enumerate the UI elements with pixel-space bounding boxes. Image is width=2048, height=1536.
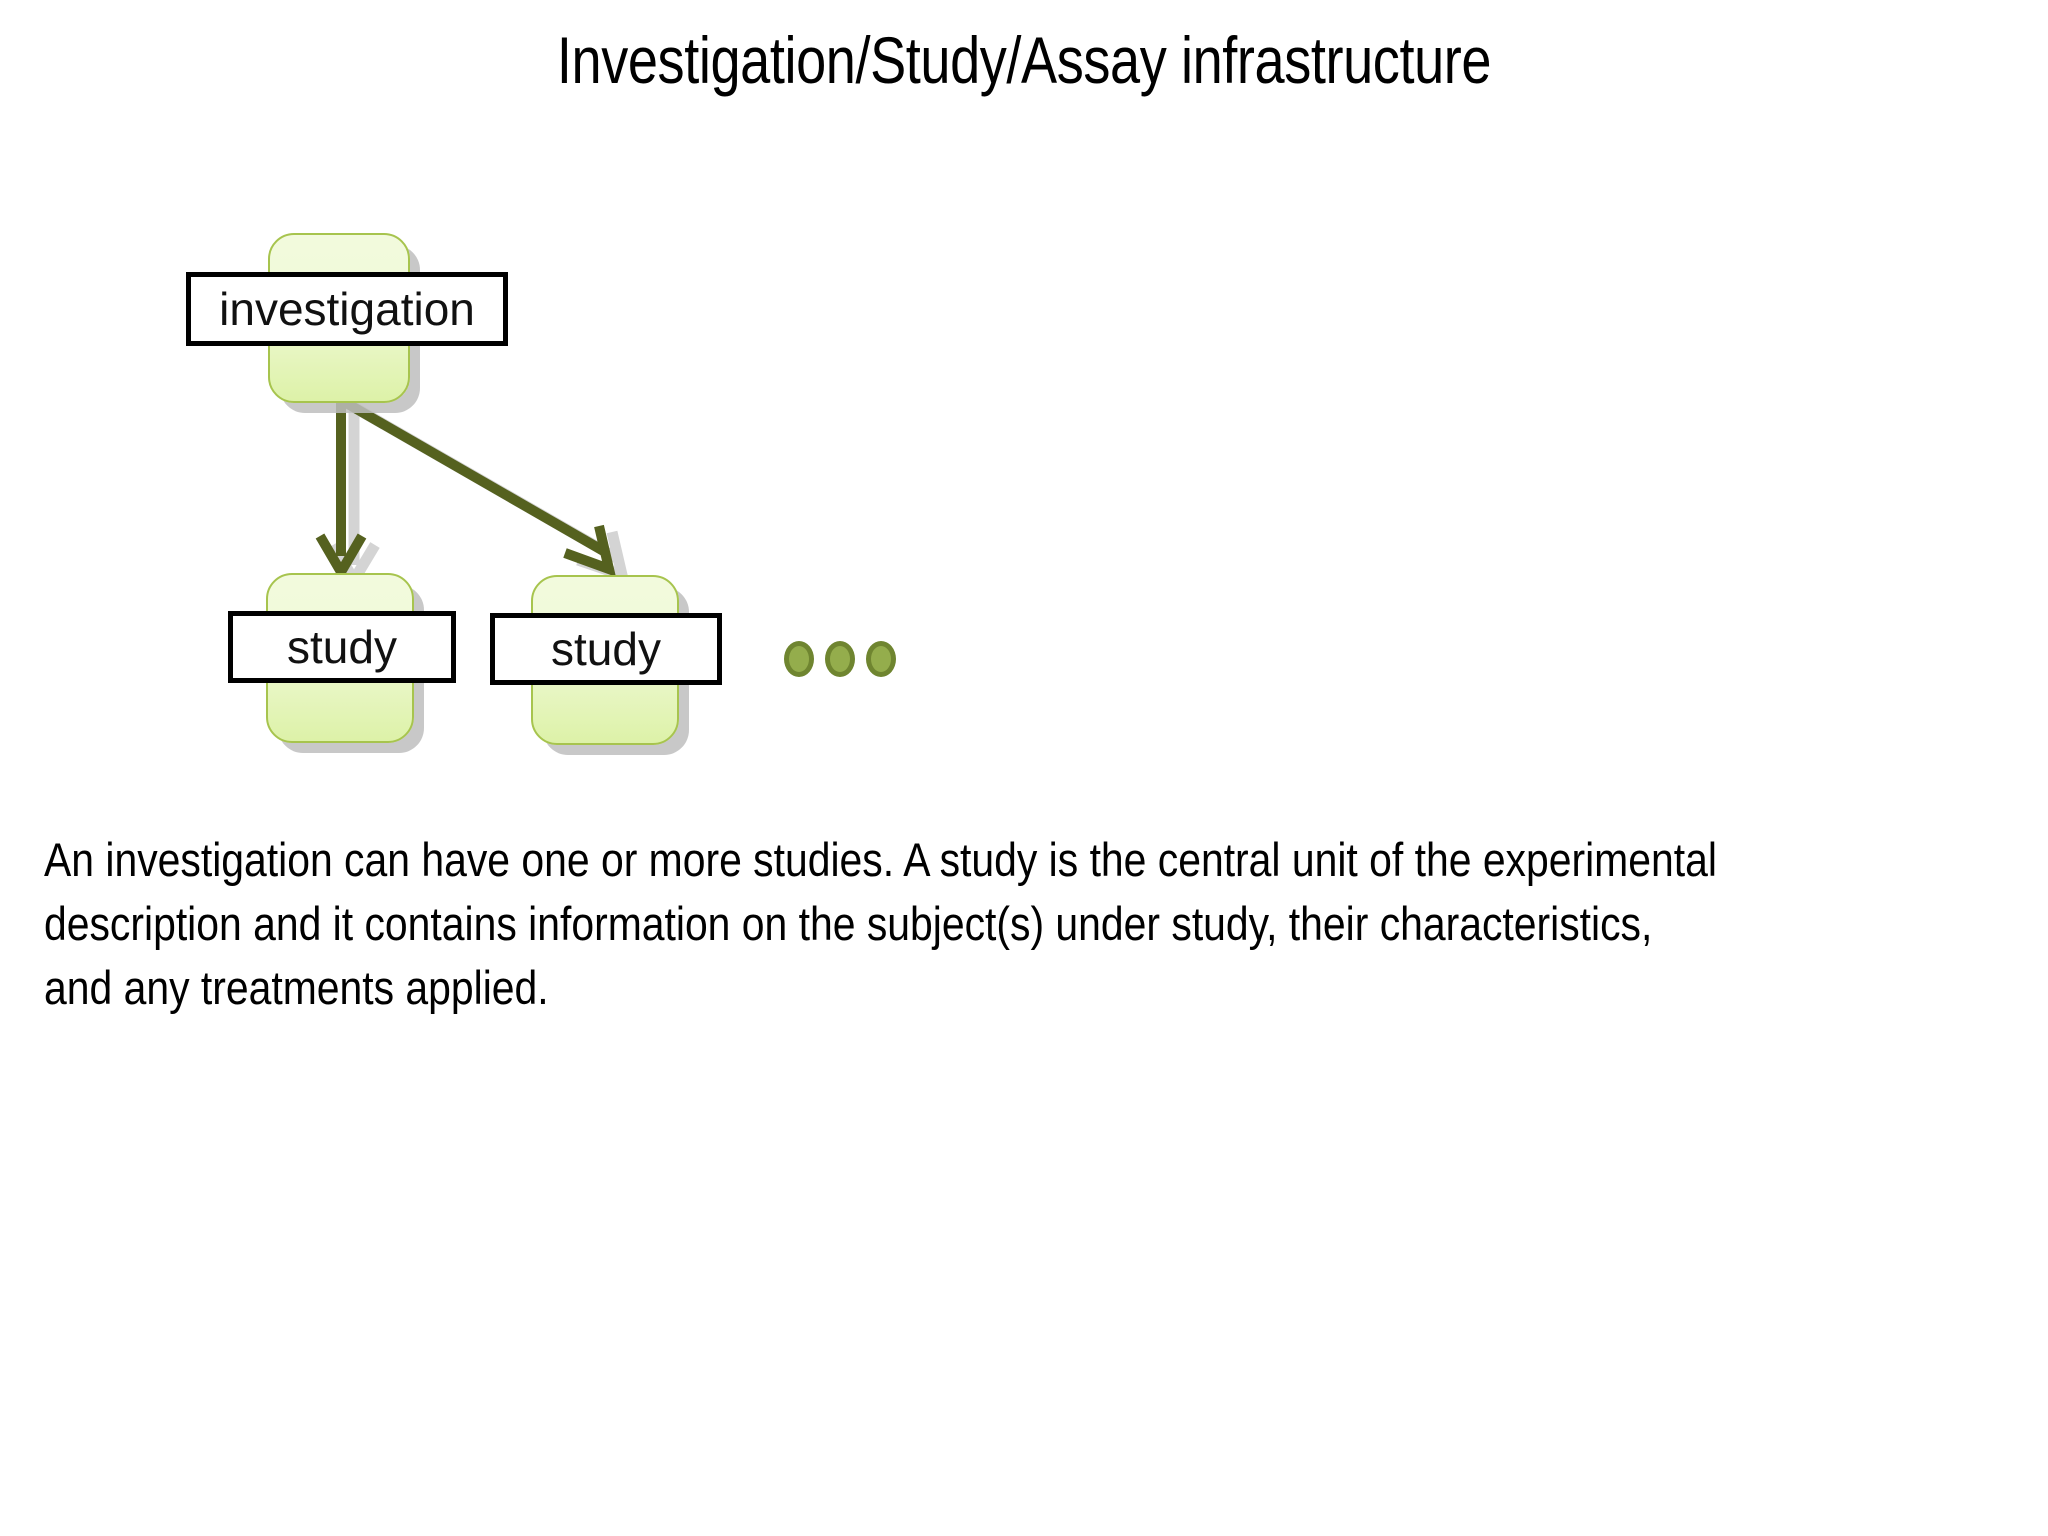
ellipsis-dot-2 xyxy=(825,641,855,677)
ellipsis-dot-1 xyxy=(784,641,814,677)
arrow-investigation-to-study-1 xyxy=(315,402,367,582)
ellipsis-dot-3 xyxy=(866,641,896,677)
body-paragraph: An investigation can have one or more st… xyxy=(44,833,1717,1014)
node-label-study-1[interactable]: study xyxy=(228,611,456,683)
arrow-investigation-to-study-2 xyxy=(338,395,616,577)
node-label-study-2[interactable]: study xyxy=(490,613,722,685)
page-title: Investigation/Study/Assay infrastructure xyxy=(556,23,1492,97)
isa-hierarchy-diagram: investigation study study xyxy=(186,233,896,745)
node-label-investigation[interactable]: investigation xyxy=(186,272,508,346)
